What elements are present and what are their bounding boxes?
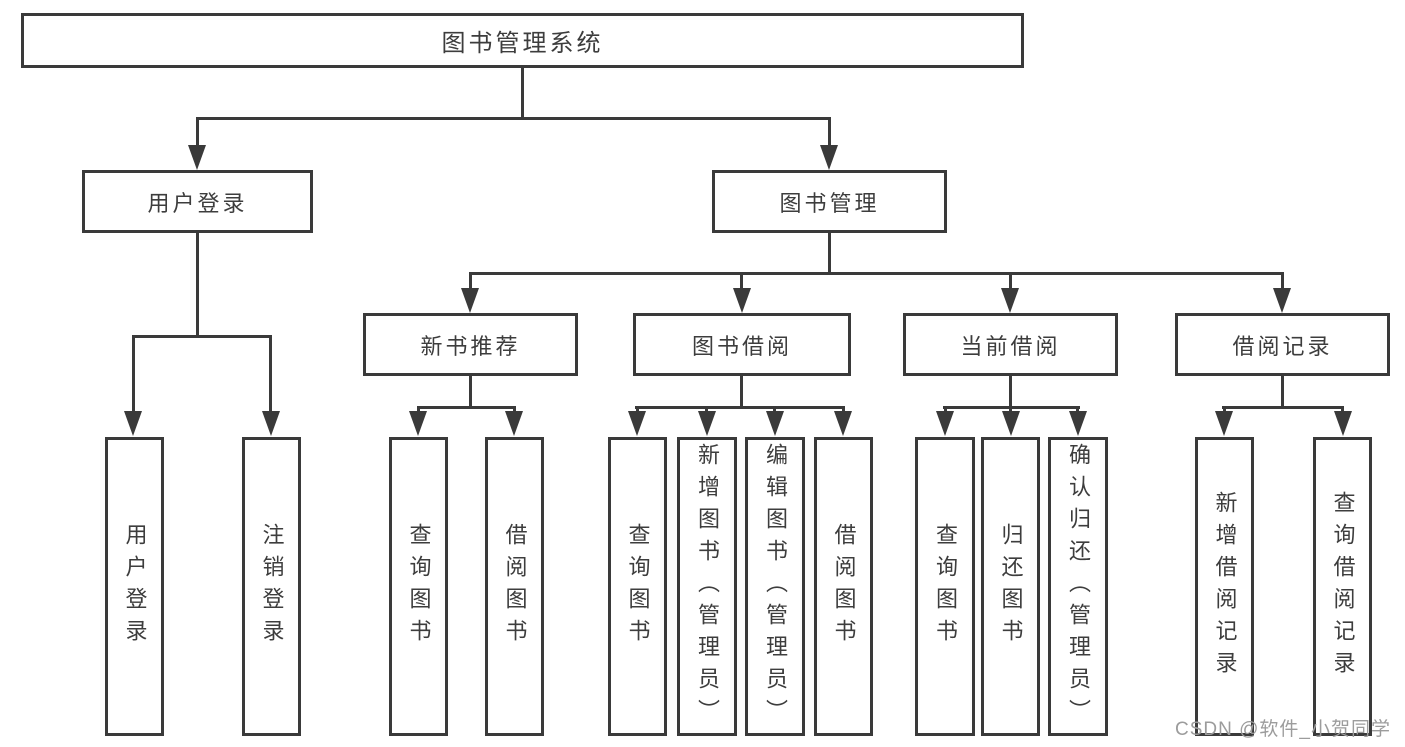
connector-line [705,406,708,414]
arrow-down-icon [733,288,751,313]
leaf-label: 借阅图书 [502,522,528,651]
node-label: 图书管理 [779,190,880,216]
connector-line [740,272,743,290]
connector-line [1222,406,1344,409]
connector-line [521,68,524,118]
connector-line [635,406,845,409]
node-book-borrowing: 图书借阅 [633,313,851,376]
arrow-down-icon [628,411,646,436]
connector-line [1281,376,1284,409]
node-borrowing-records: 借阅记录 [1175,313,1390,376]
node-label: 借阅记录 [1232,333,1333,359]
leaf-return-books: 归还图书 [981,437,1040,736]
connector-line [1009,406,1012,414]
node-book-management-system: 图书管理系统 [21,13,1024,68]
node-current-borrowing: 当前借阅 [903,313,1118,376]
arrow-down-icon [766,411,784,436]
node-label: 新书推荐 [420,333,521,359]
connector-line [842,406,845,414]
leaf-label: 查询借阅记录 [1330,490,1356,683]
connector-line [773,406,776,414]
leaf-query-books-current: 查询图书 [915,437,975,736]
arrow-down-icon [1069,411,1087,436]
leaf-borrow-books-recommend: 借阅图书 [485,437,544,736]
leaf-add-books-admin: 新增图书（管理员） [677,437,737,736]
connector-line [469,376,472,409]
connector-line [636,406,639,414]
leaf-label: 借阅图书 [831,522,857,651]
node-label: 图书管理系统 [441,30,604,57]
leaf-label: 新增图书（管理员） [695,442,720,731]
connector-line [1009,272,1012,290]
node-label: 图书借阅 [691,333,792,359]
leaf-label: 新增借阅记录 [1212,490,1238,683]
arrow-down-icon [1334,411,1352,436]
node-new-book-recommend: 新书推荐 [363,313,578,376]
leaf-label: 确认归还（管理员） [1066,442,1091,731]
arrow-down-icon [1273,288,1291,313]
connector-line [740,376,743,409]
leaf-label: 查询图书 [933,522,958,651]
arrow-down-icon [188,145,206,170]
connector-line [1009,376,1012,409]
leaf-label: 归还图书 [998,522,1024,651]
arrow-down-icon [124,411,142,436]
arrow-down-icon [820,145,838,170]
arrow-down-icon [505,411,523,436]
leaf-user-login: 用户登录 [105,437,164,736]
connector-line [196,117,830,120]
arrow-down-icon [698,411,716,436]
connector-line [944,406,947,414]
leaf-query-books-recommend: 查询图书 [389,437,448,736]
leaf-borrow-books: 借阅图书 [814,437,873,736]
connector-line [132,335,135,413]
node-book-management: 图书管理 [712,170,947,233]
leaf-query-books: 查询图书 [608,437,667,736]
connector-line [417,406,516,409]
connector-line [1223,406,1226,414]
node-label: 当前借阅 [960,333,1061,359]
node-label: 用户登录 [147,190,248,216]
connector-line [1076,406,1079,414]
connector-line [196,233,199,337]
arrow-down-icon [409,411,427,436]
leaf-label: 注销登录 [259,522,285,651]
arrow-down-icon [1002,411,1020,436]
node-user-login: 用户登录 [82,170,313,233]
connector-line [132,335,272,338]
arrow-down-icon [1001,288,1019,313]
leaf-label: 用户登录 [122,522,148,651]
connector-line [196,117,199,147]
connector-line [1341,406,1344,414]
leaf-label: 查询图书 [625,522,651,651]
arrow-down-icon [936,411,954,436]
connector-line [469,272,1283,275]
leaf-edit-books-admin: 编辑图书（管理员） [745,437,805,736]
leaf-add-borrow-record: 新增借阅记录 [1195,437,1254,736]
watermark-text: CSDN @软件_小贺同学 [1175,719,1391,740]
connector-line [513,406,516,414]
leaf-confirm-return-admin: 确认归还（管理员） [1048,437,1108,736]
connector-line [469,272,472,290]
arrow-down-icon [461,288,479,313]
connector-line [417,406,420,414]
connector-line [269,335,272,413]
arrow-down-icon [834,411,852,436]
arrow-down-icon [262,411,280,436]
leaf-label: 编辑图书（管理员） [763,442,788,731]
arrow-down-icon [1215,411,1233,436]
connector-line [828,117,831,147]
connector-line [828,233,831,275]
leaf-query-borrow-record: 查询借阅记录 [1313,437,1372,736]
leaf-label: 查询图书 [406,522,432,651]
connector-line [1281,272,1284,290]
leaf-logout: 注销登录 [242,437,301,736]
